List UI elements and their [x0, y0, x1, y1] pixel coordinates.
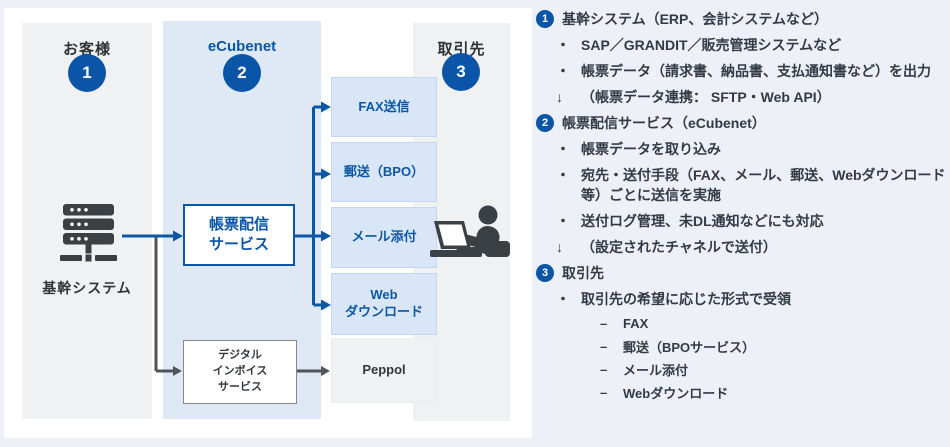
step-badge-small-1: 1 — [536, 10, 554, 28]
down-arrow-icon: ↓ — [556, 89, 563, 105]
step-badge-small-3: 3 — [536, 264, 554, 282]
bullet-icon: ・ — [556, 141, 570, 157]
note-bullet: ・ 送付ログ管理、未DL通知などにも対応 — [556, 213, 824, 229]
flow-arrows — [122, 101, 331, 376]
bullet-icon: ・ — [556, 213, 570, 229]
delivery-service-box: 帳票配信サービス — [183, 204, 295, 266]
note-section-1-title: 1 基幹システム（ERP、会計システムなど） — [536, 6, 948, 32]
note-sub-item: – Webダウンロード — [600, 385, 729, 401]
person-laptop-icon — [430, 205, 510, 257]
bullet-icon: ・ — [556, 167, 570, 183]
digital-invoice-box: デジタルインボイスサービス — [183, 340, 297, 404]
step-badge-1: 1 — [68, 54, 106, 92]
bullet-icon: ・ — [556, 291, 570, 307]
server-icon — [60, 204, 117, 262]
lane-partner-label: 取引先 — [437, 41, 486, 58]
note-sub-item: – メール添付 — [600, 362, 689, 378]
notes-panel: 1 基幹システム（ERP、会計システムなど） ・ SAP／GRANDIT／販売管… — [536, 6, 948, 404]
channel-box-mail-post: 郵送（BPO） — [331, 142, 437, 202]
step-badge-small-2: 2 — [536, 114, 554, 132]
bullet-icon: ・ — [556, 37, 570, 53]
dash-icon: – — [600, 316, 608, 331]
down-arrow-icon: ↓ — [556, 239, 563, 255]
lane-ecubenet-label: eCubenet — [207, 38, 277, 55]
bullet-icon: ・ — [556, 63, 570, 79]
step-badge-3: 3 — [442, 53, 480, 91]
note-bullet: ・ 帳票データ（請求書、納品書、支払通知書など）を出力 — [556, 63, 931, 79]
note-sub-item: – FAX — [600, 316, 649, 331]
digital-invoice-label: デジタルインボイスサービス — [212, 349, 268, 393]
lane-customer-label: お客様 — [62, 41, 111, 58]
note-section-3-title: 3 取引先 — [536, 260, 948, 286]
dash-icon: – — [600, 339, 608, 354]
channel-box-peppol: Peppol — [331, 338, 437, 403]
note-bullet: ・ 取引先の希望に応じた形式で受領 — [556, 291, 791, 307]
dash-icon: – — [600, 362, 608, 377]
note-section-2-title: 2 帳票配信サービス（eCubenet） — [536, 110, 948, 136]
channel-box-email: メール添付 — [331, 207, 437, 268]
note-flow-arrow: ↓ （帳票データ連携： SFTP・Web API） — [556, 89, 831, 105]
dash-icon: – — [600, 385, 608, 400]
note-sub-item: – 郵送（BPOサービス） — [600, 339, 756, 355]
diagram-panel: お客様 eCubenet 取引先 1 2 3 — [4, 8, 532, 438]
note-bullet: ・ 帳票データを取り込み — [556, 141, 721, 157]
channel-box-fax: FAX送信 — [331, 77, 437, 137]
core-system-label: 基幹システム — [42, 280, 132, 296]
note-bullet: ・ SAP／GRANDIT／販売管理システムなど — [556, 37, 842, 53]
step-badge-2: 2 — [223, 54, 261, 92]
note-flow-arrow: ↓ （設定されたチャネルで送付） — [556, 239, 777, 255]
delivery-service-label: 帳票配信サービス — [208, 215, 269, 253]
note-bullet: ・ 宛先・送付手段（FAX、メール、郵送、Webダウンロード等）ごとに送信を実施 — [556, 167, 946, 203]
